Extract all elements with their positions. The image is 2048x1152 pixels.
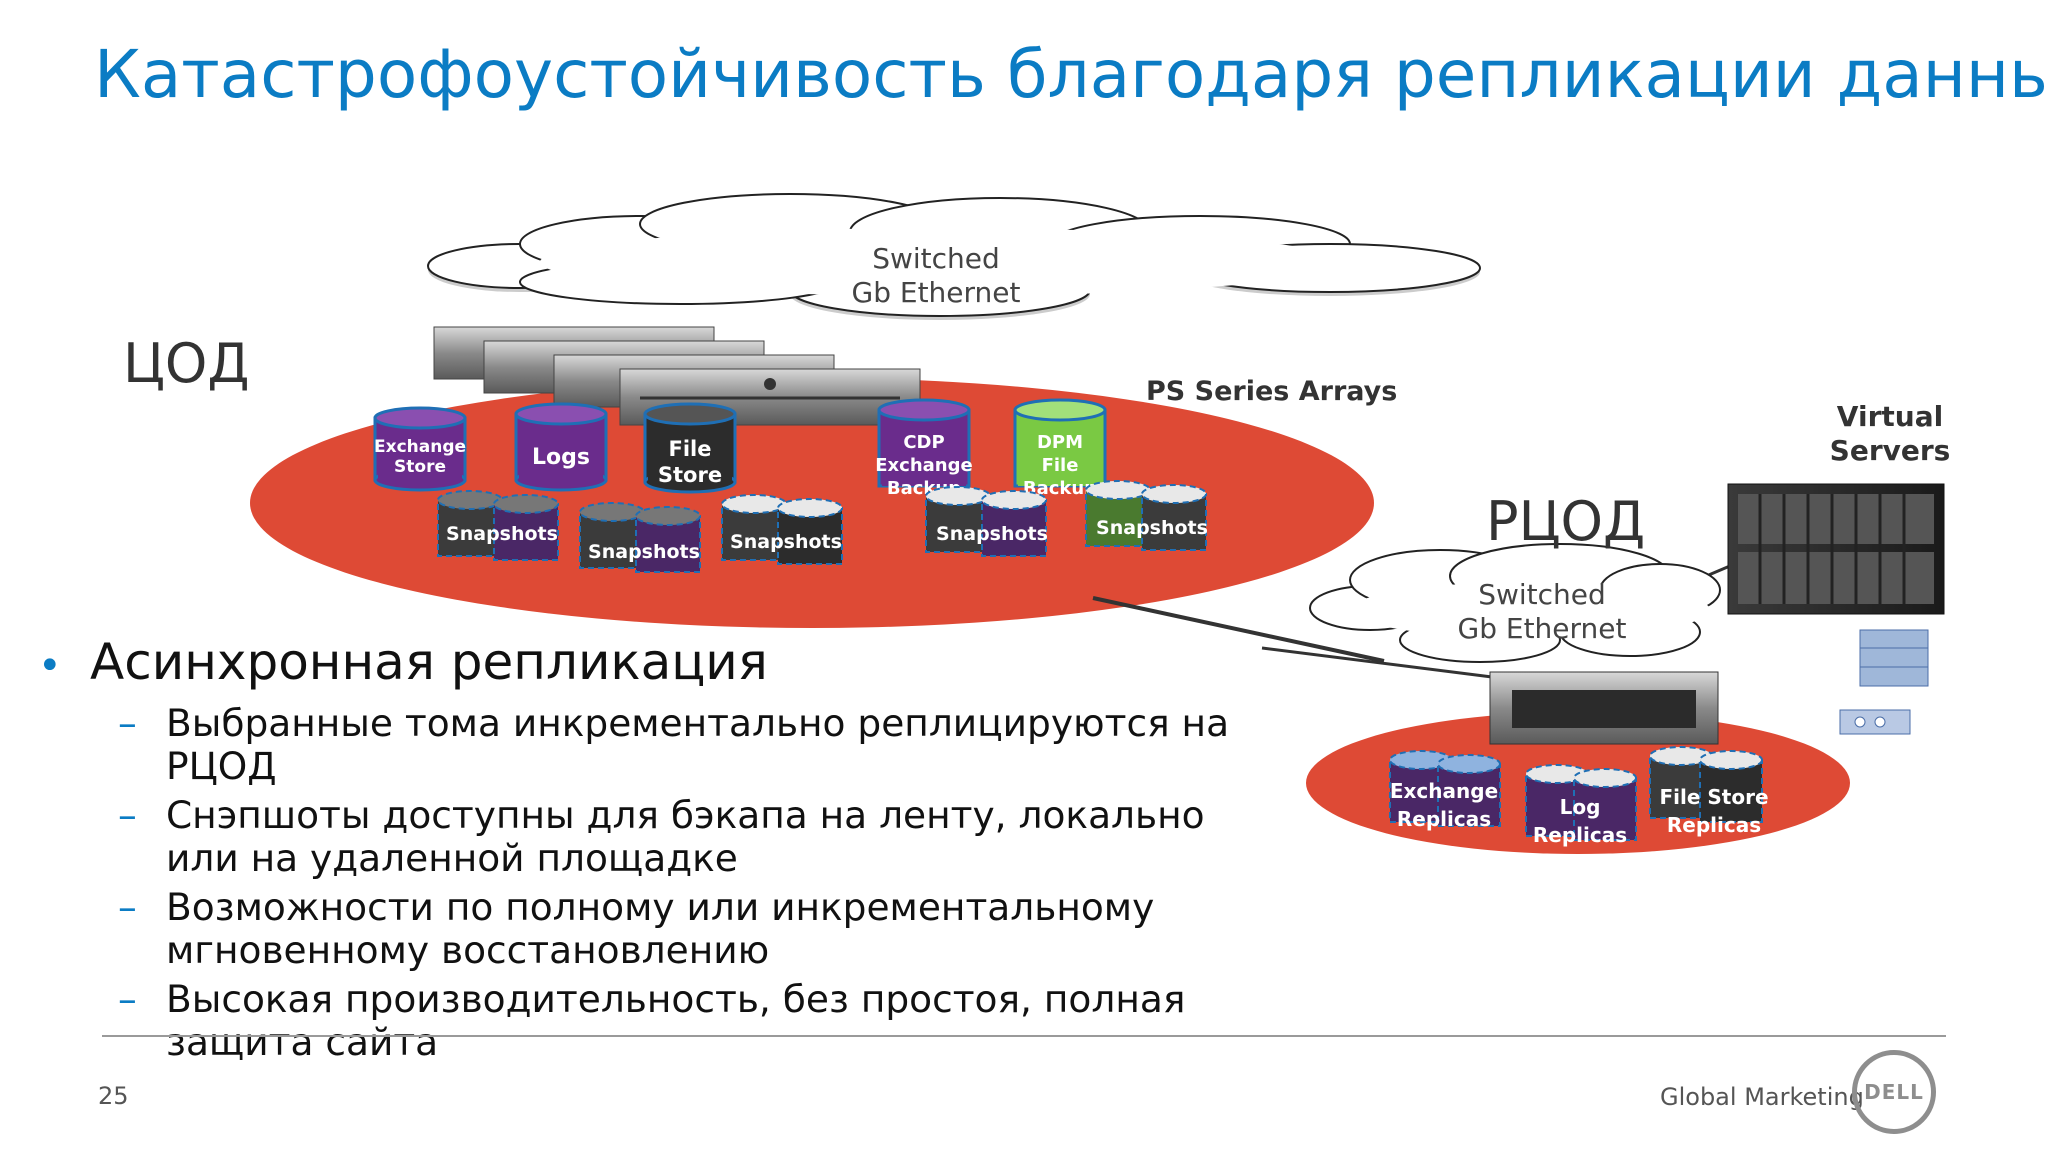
replica-label: File Store [1659, 785, 1768, 809]
sub-item-text: Снэпшоты доступны для бэкапа на ленту, л… [166, 793, 1205, 880]
replica-group-file-store: File Store Replicas [1649, 746, 1769, 837]
snapshot-group-5: Snapshots [1085, 480, 1208, 551]
network-cloud-top-line1: Switched [872, 242, 1000, 275]
replication-link [1261, 646, 1493, 679]
volume-exchange-store: Exchange Store [373, 406, 467, 492]
snapshot-group-1: Snapshots [437, 490, 559, 561]
replica-group-log: Log Replicas [1525, 764, 1637, 847]
snapshot-group-4: Snapshots [925, 486, 1048, 557]
network-cloud-top-line2: Gb Ethernet [852, 276, 1021, 309]
snapshot-label: Snapshots [588, 541, 700, 563]
network-cloud-right [1309, 543, 1721, 663]
volume-label: Exchange [875, 455, 972, 476]
virtual-servers-label-line1: Virtual [1837, 400, 1943, 433]
bullet-text: Асинхронная репликация [90, 633, 768, 691]
storage-icon [1859, 629, 1929, 687]
volume-label: Store [658, 463, 722, 487]
snapshot-label: Snapshots [730, 531, 842, 553]
bullet-item: • Асинхронная репликация [38, 632, 1278, 696]
volume-file-store: File Store [643, 402, 737, 494]
replica-label: Replicas [1667, 813, 1761, 837]
snapshot-group-3: Snapshots [721, 494, 843, 565]
sub-item: – Снэпшоты доступны для бэкапа на ленту,… [118, 794, 1278, 880]
volume-label: File [1042, 455, 1079, 476]
snapshot-label: Snapshots [936, 523, 1048, 545]
snapshot-label: Snapshots [446, 523, 558, 545]
virtual-servers-label-line2: Servers [1830, 434, 1951, 467]
sub-item: – Выбранные тома инкрементально реплицир… [118, 702, 1278, 788]
slide-title: Катастрофоустойчивость благодаря реплика… [94, 36, 2048, 113]
volume-label: Backup [1023, 478, 1097, 499]
sub-item-text: Выбранные тома инкрементально реплицирую… [166, 701, 1230, 788]
replica-label: Log [1560, 795, 1601, 819]
footer-text: Global Marketing [1660, 1083, 1864, 1111]
virtual-servers [1727, 483, 1945, 615]
arrays-label: PS Series Arrays [1146, 376, 1397, 407]
volume-label: DPM [1037, 432, 1083, 453]
sub-item-text: Высокая производительность, без простоя,… [166, 977, 1186, 1064]
replica-label: Replicas [1397, 807, 1491, 831]
primary-site-label: ЦОД [123, 332, 250, 395]
dash-icon: – [118, 701, 137, 745]
volume-label: CDP [903, 432, 944, 453]
footer-divider [102, 1035, 1946, 1037]
dash-icon: – [118, 793, 137, 837]
volume-label: File [669, 437, 712, 461]
volume-logs: Logs [514, 402, 608, 492]
logo-text: DELL [1864, 1080, 1924, 1104]
volume-dpm-file-backup: DPM File Backup [1013, 398, 1107, 499]
network-cloud-right-line1: Switched [1478, 578, 1606, 611]
secondary-site-label: РЦОД [1486, 490, 1645, 553]
bullet-section: • Асинхронная репликация – Выбранные том… [38, 632, 1278, 1070]
volume-label: Store [394, 457, 446, 477]
secondary-array [1489, 671, 1719, 745]
replica-label: Replicas [1533, 823, 1627, 847]
dell-logo-icon: DELL [1852, 1050, 1936, 1134]
bullet-dot-icon: • [38, 643, 62, 689]
replication-link [1092, 596, 1385, 663]
network-cloud-top [427, 193, 1481, 320]
sub-list: – Выбранные тома инкрементально реплицир… [118, 702, 1278, 1064]
replica-group-exchange: Exchange Replicas [1389, 750, 1501, 831]
replica-label: Exchange [1390, 779, 1498, 803]
sub-item-text: Возможности по полному или инкрементальн… [166, 885, 1155, 972]
dash-icon: – [118, 977, 137, 1021]
snapshot-label: Snapshots [1096, 517, 1208, 539]
network-cloud-right-line2: Gb Ethernet [1458, 612, 1627, 645]
volume-label: Logs [532, 445, 590, 470]
snapshot-group-2: Snapshots [579, 502, 701, 573]
tape-icon [1839, 709, 1911, 735]
volume-cdp-exchange-backup: CDP Exchange Backup [875, 398, 973, 499]
volume-label: Exchange [374, 437, 466, 457]
sub-item: – Высокая производительность, без просто… [118, 978, 1278, 1064]
sub-item: – Возможности по полному или инкрементал… [118, 886, 1278, 972]
page-number: 25 [98, 1082, 129, 1110]
dash-icon: – [118, 885, 137, 929]
